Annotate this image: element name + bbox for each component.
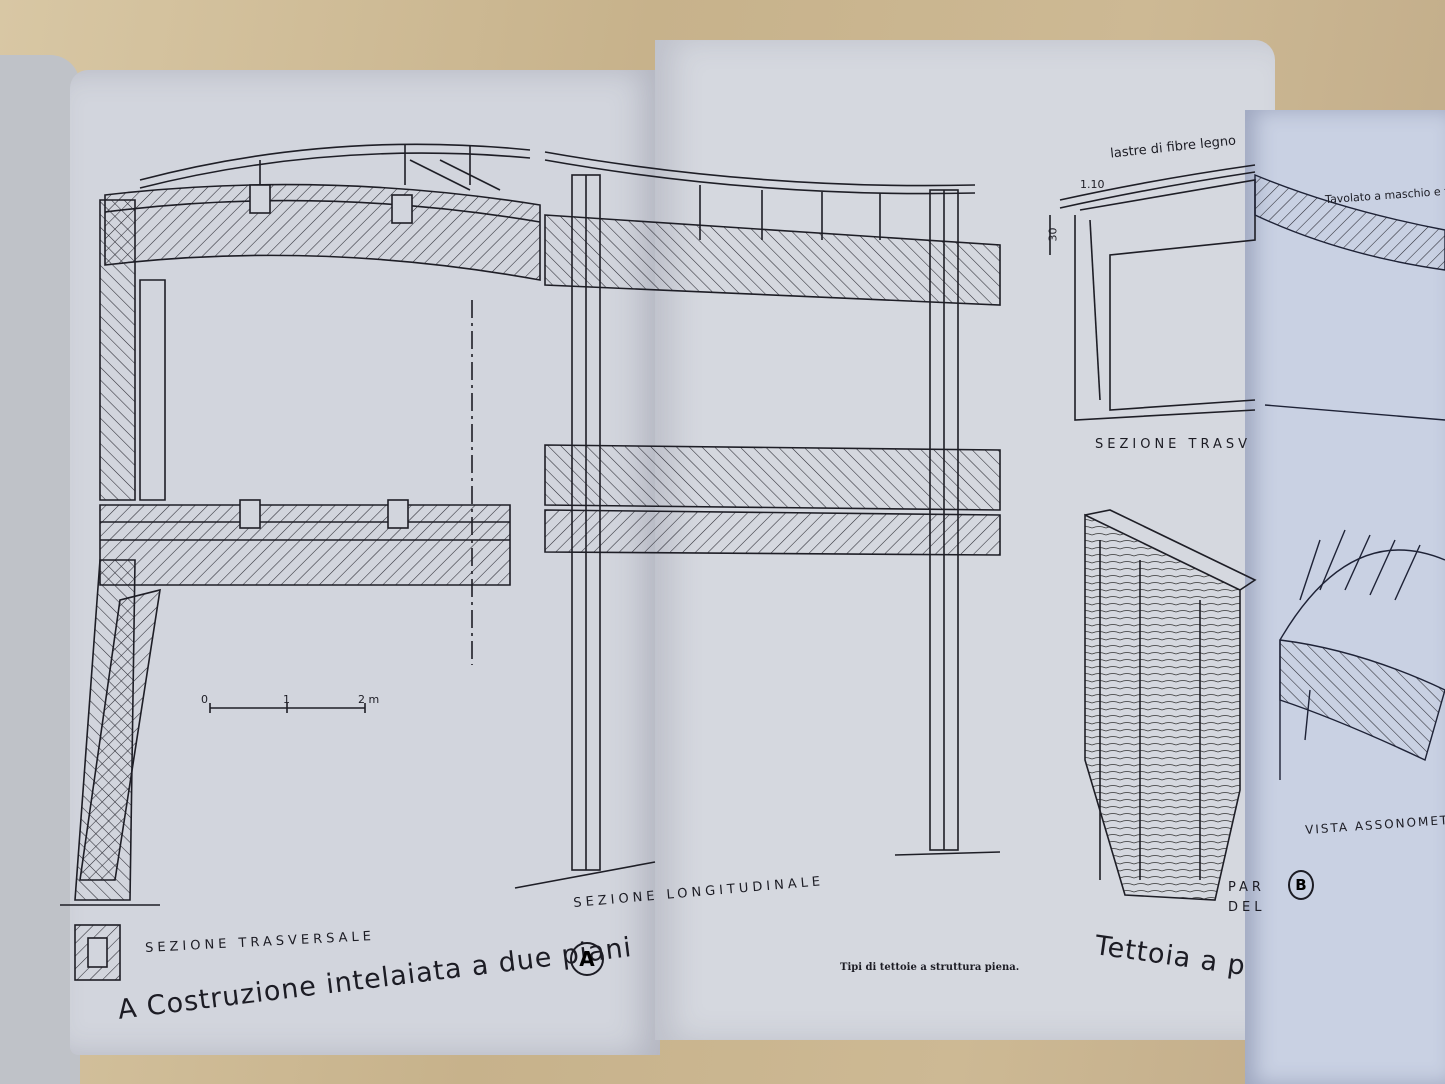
dimension-2: 30 (1046, 227, 1060, 242)
scale-tick-2: 2 m (358, 693, 380, 706)
figure-caption: Tipi di tettoie a struttura piena. (840, 962, 1020, 973)
badge-a-letter: A (579, 947, 595, 971)
axonometric-drawing (1254, 173, 1445, 780)
detail-label-1: PAR (1228, 880, 1265, 895)
longitudinal-section-drawing (514, 151, 1001, 889)
previous-page-edge (0, 55, 80, 1084)
badge-a: A (570, 942, 604, 976)
right-section-label: SEZIONE TRASV (1095, 437, 1251, 452)
transverse-section-drawing (60, 143, 541, 981)
right-page-drawings (1049, 164, 1257, 901)
scale-tick-0: 0 (201, 693, 208, 706)
dimension-1: 1.10 (1080, 178, 1105, 191)
far-page (1245, 110, 1445, 1084)
badge-b: B (1288, 870, 1314, 900)
scale-tick-1: 1 (283, 693, 290, 706)
badge-b-letter: B (1295, 876, 1307, 894)
detail-label-2: DEL (1228, 900, 1266, 915)
